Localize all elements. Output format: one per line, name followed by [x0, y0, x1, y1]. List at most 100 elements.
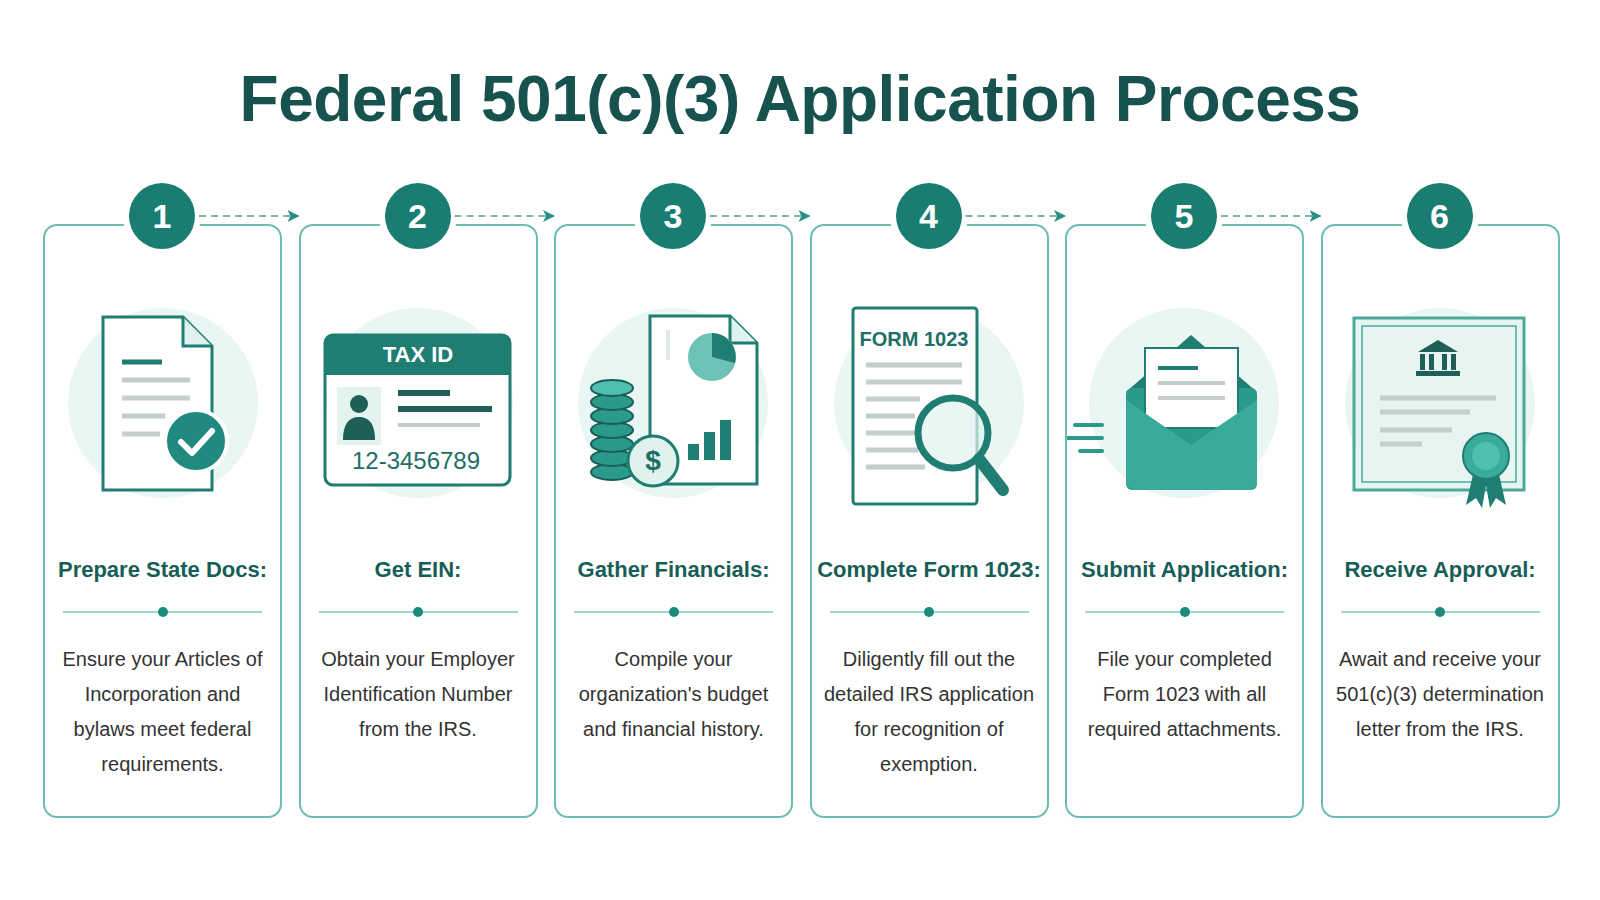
tax-id-card-icon-part: [398, 406, 492, 412]
divider-dot: [924, 607, 934, 617]
step-heading: Receive Approval:: [1323, 556, 1558, 584]
certificate-icon-part: [1429, 354, 1434, 370]
divider-line: [319, 611, 518, 613]
document-check-icon-part: [122, 378, 190, 383]
tax-id-card-icon-part: [337, 387, 381, 445]
certificate-icon-part: [1418, 340, 1458, 352]
tax-id-card-icon-part: [398, 390, 450, 396]
step-number-circle: 3: [640, 183, 706, 249]
dollar-sign: $: [645, 447, 661, 475]
step-card: Complete Form 1023: Diligently fill out t…: [810, 224, 1049, 818]
step-card: Get EIN:Obtain your Employer Identificat…: [299, 224, 538, 818]
step-number: 5: [1175, 199, 1194, 233]
form-magnifier-icon-part-part: [866, 363, 962, 368]
form-magnifier-icon-part-part: [866, 465, 925, 470]
envelope-icon-part-part: [1068, 436, 1102, 440]
step-card: Prepare State Docs: Ensure your Articles …: [43, 224, 282, 818]
card-header-text: TAX ID: [383, 344, 453, 366]
tax-id-number: 12-3456789: [352, 449, 480, 473]
envelope-icon-part: [1068, 425, 1102, 451]
step-heading: Gather Financials:: [556, 556, 791, 584]
certificate-icon-part: [1442, 354, 1447, 370]
envelope-icon-part: [1126, 400, 1257, 490]
financials-icon-part: [712, 333, 736, 363]
financials-icon-part: [591, 380, 633, 480]
step-number-circle: 5: [1151, 183, 1217, 249]
document-check-icon-part: [181, 431, 212, 453]
financials-icon-part: [720, 420, 731, 460]
envelope-icon-part: [1145, 348, 1238, 428]
tax-id-card-icon-part: [350, 395, 368, 413]
flow-arrow: [1221, 215, 1321, 217]
divider-line: [1341, 611, 1540, 613]
step-number: 4: [919, 199, 938, 233]
form-magnifier-icon-part-part: [866, 448, 918, 453]
certificate-icon: [1354, 318, 1524, 508]
financials-icon-part-part: [591, 380, 633, 396]
step-description: Ensure your Articles of Incorporation an…: [55, 642, 270, 782]
divider-line: [63, 611, 262, 613]
divider-dot: [158, 607, 168, 617]
certificate-icon-part: [1420, 354, 1425, 370]
form-magnifier-icon: [853, 308, 1003, 504]
financials-icon: [591, 316, 757, 486]
document-check-icon-part: [165, 410, 227, 472]
financials-icon-part: [704, 432, 715, 460]
financials-icon-part: [688, 444, 699, 460]
step-heading: Complete Form 1023:: [812, 556, 1047, 584]
envelope-icon-part: [1158, 366, 1198, 370]
flow-arrow: [455, 215, 555, 217]
certificate-icon-part-part: [1380, 428, 1452, 433]
step-description: Await and receive your 501(c)(3) determi…: [1333, 642, 1548, 747]
step-number-circle: 4: [896, 183, 962, 249]
certificate-icon-part-part: [1380, 410, 1470, 415]
document-check-icon-part: [122, 396, 190, 401]
step-heading: Prepare State Docs:: [45, 556, 280, 584]
step-heading: Submit Application:: [1067, 556, 1302, 584]
icon-backdrop-part: [1089, 308, 1279, 498]
divider-line: [574, 611, 773, 613]
step-description: Diligently fill out the detailed IRS app…: [822, 642, 1037, 782]
step-number: 3: [664, 199, 683, 233]
divider-dot: [669, 607, 679, 617]
tax-id-card-icon: [325, 335, 510, 485]
document-check-icon-part: [122, 414, 165, 419]
tax-id-card-icon-part: [325, 335, 510, 485]
tax-id-card-icon-part: [343, 417, 375, 440]
envelope-icon-part-part: [1075, 423, 1102, 427]
financials-icon-part: [730, 316, 757, 343]
divider-dot: [413, 607, 423, 617]
form-magnifier-icon-part-part: [866, 414, 915, 419]
form-title: FORM 1023: [860, 329, 969, 349]
financials-icon-part: [666, 330, 670, 360]
financials-icon-part: [628, 436, 678, 486]
icon-backdrop-part: [1345, 308, 1535, 498]
icon-backdrop-part: [578, 308, 768, 498]
certificate-icon-part-part: [1380, 396, 1496, 401]
form-magnifier-icon-part-part: [866, 380, 962, 385]
financials-icon-part: [688, 333, 736, 381]
document-check-icon-part: [122, 360, 162, 365]
step-heading: Get EIN:: [301, 556, 536, 584]
certificate-icon-part: [1362, 326, 1516, 482]
form-magnifier-icon-part: [979, 459, 1003, 490]
certificate-icon-part: [1416, 371, 1460, 376]
step-card: Gather Financials:Compile your organizat…: [554, 224, 793, 818]
icon-backdrop-part: [323, 308, 513, 498]
certificate-icon-part: [1472, 442, 1500, 470]
flow-arrow: [199, 215, 299, 217]
certificate-icon-part: [1354, 318, 1524, 490]
envelope-icon-part: [1158, 381, 1225, 385]
step-number: 6: [1430, 199, 1449, 233]
diagram-title: Federal 501(c)(3) Application Process: [0, 62, 1600, 136]
document-check-icon-part: [122, 432, 160, 437]
form-magnifier-icon-part-part: [866, 431, 915, 436]
flow-arrow: [966, 215, 1066, 217]
flow-arrow: [710, 215, 810, 217]
envelope-icon: [1068, 335, 1257, 490]
divider-dot: [1180, 607, 1190, 617]
step-card: Receive Approval: Await and receive your …: [1321, 224, 1560, 818]
document-check-icon-part: [183, 317, 212, 346]
step-number: 2: [408, 199, 427, 233]
